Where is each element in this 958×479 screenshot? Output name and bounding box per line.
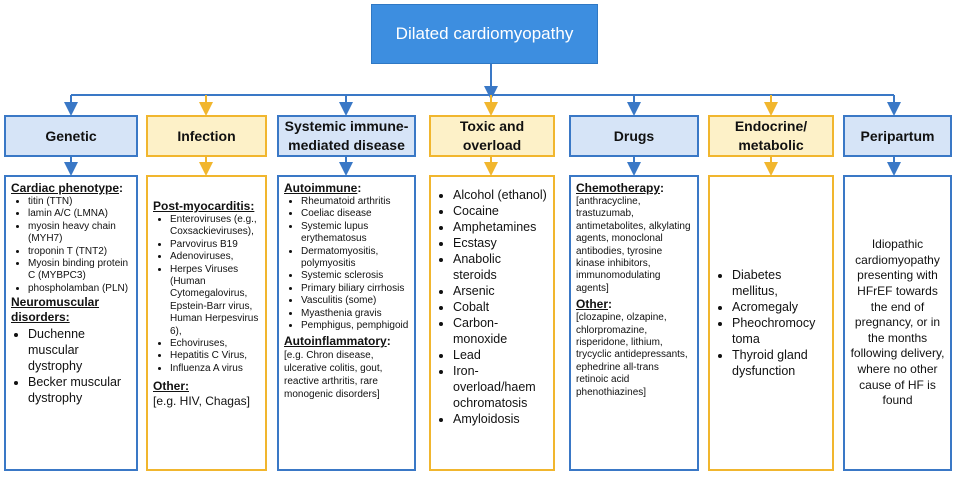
immune-sec1: Autoimmune: (284, 181, 409, 196)
immune-autoinflammatory-text: [e.g. Chron disease, ulcerative colitis,… (284, 350, 383, 401)
drugs-sec2-suffix: : (608, 297, 613, 312)
endocrine-box: Diabetes mellitus,AcromegalyPheochromocy… (708, 175, 834, 471)
infection-item: Enteroviruses (e.g., Coxsackieviruses), (170, 214, 260, 239)
toxic-item: Alcohol (ethanol) (453, 187, 548, 203)
infection-list: Enteroviruses (e.g., Coxsackieviruses),P… (153, 214, 260, 375)
toxic-list: Alcohol (ethanol)CocaineAmphetaminesEcst… (436, 187, 548, 427)
heading-drugs: Drugs (569, 115, 699, 157)
immune-item: Pemphigus, pemphigoid (301, 320, 409, 332)
toxic-item: Arsenic (453, 283, 548, 299)
heading-toxic-text: Toxic and overload (460, 117, 524, 155)
genetic-disorder-item: Duchenne muscular dystrophy (28, 326, 131, 374)
infection-other: [e.g. HIV, Chagas] (153, 394, 250, 409)
toxic-item: Ecstasy (453, 235, 548, 251)
genetic-box: Cardiac phenotype: titin (TTN)lamin A/C … (4, 175, 138, 471)
genetic-gene-item: myosin heavy chain (MYH7) (28, 221, 131, 246)
genetic-sec1-suffix: : (119, 181, 124, 195)
immune-sec2-label: Autoinflammatory (284, 334, 387, 349)
immune-sec2-suffix: : (386, 334, 391, 349)
immune-item: Primary biliary cirrhosis (301, 283, 409, 295)
heading-infection-text: Infection (177, 127, 236, 144)
drugs-sec1-label: Chemotherapy (576, 181, 661, 195)
toxic-item: Cocaine (453, 203, 548, 219)
endocrine-item: Acromegaly (732, 299, 827, 315)
heading-endocrine-text: Endocrine/ metabolic (735, 117, 807, 155)
genetic-gene-list: titin (TTN)lamin A/C (LMNA)myosin heavy … (11, 196, 131, 295)
infection-sec1: Post-myocarditis: (153, 199, 255, 213)
toxic-item: Iron-overload/haem ochromatosis (453, 363, 548, 411)
heading-endocrine-line-2: metabolic (738, 137, 804, 153)
immune-item: Systemic lupus erythematosus (301, 221, 409, 246)
heading-toxic-line-2: overload (462, 137, 522, 153)
drugs-sec1: Chemotherapy: (576, 181, 692, 196)
genetic-disorder-list: Duchenne muscular dystrophyBecker muscul… (11, 326, 131, 406)
infection-item: Herpes Viruses (Human Cytomegalovirus, E… (170, 264, 260, 338)
infection-item: Hepatitis C Virus, (170, 350, 260, 362)
heading-immune-text: Systemic immune- mediated disease (285, 117, 409, 155)
heading-immune-line-2: mediated disease (288, 137, 405, 153)
drugs-chemo-text: [anthracycline, trastuzumab, antimetabol… (576, 196, 691, 294)
genetic-sec2: Neuromuscular disorders: (11, 295, 100, 325)
immune-sec2: Autoinflammatory: (284, 334, 409, 349)
toxic-item: Cobalt (453, 299, 548, 315)
heading-drugs-text: Drugs (613, 127, 655, 144)
infection-item: Adenoviruses, (170, 251, 260, 263)
infection-sec2: Other: (153, 379, 189, 394)
toxic-item: Amphetamines (453, 219, 548, 235)
heading-immune-line-1: Systemic immune- (284, 118, 409, 134)
toxic-box: Alcohol (ethanol)CocaineAmphetaminesEcst… (429, 175, 555, 471)
immune-box: Autoimmune: Rheumatoid arthritisCoeliac … (277, 175, 416, 471)
peripartum-box: Idiopathic cardiomyopathy presenting wit… (843, 175, 952, 471)
genetic-sec1-label: Cardiac phenotype (11, 181, 120, 195)
drugs-other-text: [clozapine, olzapine, chlorpromazine, ri… (576, 312, 688, 398)
heading-immune: Systemic immune- mediated disease (277, 115, 416, 157)
infection-item: Parvovirus B19 (170, 239, 260, 251)
genetic-disorder-item: Becker muscular dystrophy (28, 374, 131, 406)
heading-genetic: Genetic (4, 115, 138, 157)
heading-infection: Infection (146, 115, 267, 157)
genetic-gene-item: lamin A/C (LMNA) (28, 208, 131, 220)
immune-item: Coeliac disease (301, 208, 409, 220)
heading-toxic-line-1: Toxic and (459, 118, 525, 134)
drugs-sec2: Other: (576, 297, 692, 312)
toxic-item: Amyloidosis (453, 411, 548, 427)
drugs-sec1-suffix: : (660, 181, 665, 195)
diagram-title: Dilated cardiomyopathy (371, 4, 598, 64)
immune-sec1-suffix: : (357, 181, 362, 195)
immune-item: Rheumatoid arthritis (301, 196, 409, 208)
immune-item: Systemic sclerosis (301, 270, 409, 282)
heading-genetic-text: Genetic (45, 127, 97, 144)
heading-endocrine-line-1: Endocrine/ (734, 118, 808, 134)
infection-box: Post-myocarditis: Enteroviruses (e.g., C… (146, 175, 267, 471)
endocrine-item: Pheochromocy toma (732, 315, 827, 347)
toxic-item: Carbon-monoxide (453, 315, 548, 347)
immune-item: Dermatomyositis, polymyositis (301, 246, 409, 271)
genetic-gene-item: phospholamban (PLN) (28, 283, 131, 295)
genetic-gene-item: titin (TTN) (28, 196, 131, 208)
infection-item: Influenza A virus (170, 363, 260, 375)
heading-peripartum-text: Peripartum (860, 127, 935, 144)
immune-list: Rheumatoid arthritisCoeliac diseaseSyste… (284, 196, 409, 332)
genetic-gene-item: Myosin binding protein C (MYBPC3) (28, 258, 131, 283)
genetic-gene-item: troponin T (TNT2) (28, 246, 131, 258)
drugs-box: Chemotherapy: [anthracycline, trastuzuma… (569, 175, 699, 471)
drugs-sec2-label: Other (576, 297, 609, 312)
heading-toxic: Toxic and overload (429, 115, 555, 157)
heading-peripartum: Peripartum (843, 115, 952, 157)
immune-item: Myasthenia gravis (301, 308, 409, 320)
infection-item: Echoviruses, (170, 338, 260, 350)
peripartum-text: Idiopathic cardiomyopathy presenting wit… (850, 237, 945, 408)
immune-item: Vasculitis (some) (301, 295, 409, 307)
immune-sec1-label: Autoimmune (284, 181, 358, 195)
heading-endocrine: Endocrine/ metabolic (708, 115, 834, 157)
endocrine-list: Diabetes mellitus,AcromegalyPheochromocy… (715, 267, 827, 379)
toxic-item: Anabolic steroids (453, 251, 548, 283)
genetic-sec1: Cardiac phenotype: (11, 181, 131, 196)
endocrine-item: Thyroid gland dysfunction (732, 347, 827, 379)
endocrine-item: Diabetes mellitus, (732, 267, 827, 299)
toxic-item: Lead (453, 347, 548, 363)
